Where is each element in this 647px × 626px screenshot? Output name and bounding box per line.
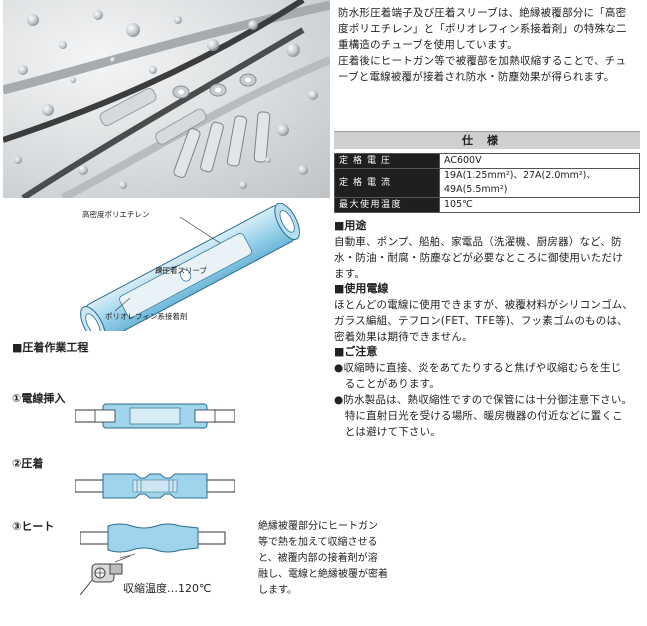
spec-row: 最大使用温度 105℃: [334, 197, 640, 213]
caution-section: ■ご注意 ●収縮時に直接、炎をあてたりすると焦げや収縮むらを生じ ることがありま…: [334, 344, 644, 440]
label-hdpe: 高密度ポリエチレン: [82, 210, 150, 219]
step3-label: ③ヒート: [12, 520, 55, 533]
sleeve-structure-diagram: 高密度ポリエチレン 裸圧着スリーブ ポリオレフィン系接着剤: [60, 202, 330, 344]
step1-label: ①電線挿入: [12, 392, 66, 405]
spec-value: 105℃: [439, 197, 640, 213]
step1-art: [74, 403, 236, 429]
intro-line: 防水形圧着端子及び圧着スリーブは、絶縁被覆部分に「高密: [338, 7, 627, 19]
intro-line: 圧着後にヒートガン等で被覆部を加熱収縮することで、チュ: [338, 55, 627, 67]
heat-note-line: 融し、電線と絶縁被覆が密着: [258, 569, 388, 580]
process-heading: ■圧着作業工程: [12, 341, 89, 354]
caution-line: とは避けて下さい。: [334, 426, 441, 438]
spec-row: 定格電流 19A(1.25mm²)、27A(2.0mm²)、49A(5.5mm²…: [334, 168, 640, 198]
intro-paragraph: 防水形圧着端子及び圧着スリーブは、絶縁被覆部分に「高密 度ポリエチレン」と「ポリ…: [338, 5, 643, 85]
wire-line: ほとんどの電線に使用できますが、被覆材料がシリコンゴム、: [334, 299, 634, 311]
caution-line: ●防水製品は、熱収縮性ですので保管には十分御注意下さい。: [334, 394, 633, 406]
uses-line: ます。: [334, 268, 366, 280]
spec-label: 定格電流: [334, 168, 440, 198]
wire-section: ■使用電線 ほとんどの電線に使用できますが、被覆材料がシリコンゴム、 ガラス編組…: [334, 281, 644, 345]
product-photo: [3, 0, 330, 198]
spec-row: 定格電圧 AC600V: [334, 153, 640, 169]
heat-note-line: します。: [258, 585, 297, 596]
caution-line: 特に直射日光を受ける場所、暖房機器の付近などに置くこ: [334, 410, 623, 422]
spec-label: 定格電圧: [334, 153, 440, 169]
caution-heading: ■ご注意: [334, 345, 378, 358]
product-photo-art: [3, 0, 330, 198]
spec-value: 19A(1.25mm²)、27A(2.0mm²)、49A(5.5mm²): [439, 168, 640, 198]
heat-note: 絶縁被覆部分にヒートガン 等で熱を加えて収縮させる と、被覆内部の接着剤が溶 融…: [258, 519, 408, 599]
wire-line: ガラス編組、テフロン(FET、TFE等)、フッ素ゴムのものは、: [334, 315, 628, 327]
heat-note-line: 等で熱を加えて収縮させる: [258, 537, 378, 548]
heat-gun-icon: [79, 553, 136, 596]
heat-note-line: と、被覆内部の接着剤が溶: [258, 553, 378, 564]
caution-line: ることがあります。: [334, 378, 440, 390]
uses-line: 自動車、ポンプ、船舶、家電品（洗濯機、厨房器）など、防: [334, 236, 622, 248]
step3-figure: [79, 520, 230, 599]
step2-label: ②圧着: [12, 457, 44, 470]
spec-label: 最大使用温度: [334, 197, 440, 213]
intro-line: 度ポリエチレン」と「ポリオレフィン系接着剤」の特殊な二: [338, 23, 627, 35]
intro-line: ーブと電線被覆が接着され防水・防塵効果が得られます。: [338, 71, 615, 83]
spec-table: 定格電圧 AC600V 定格電流 19A(1.25mm²)、27A(2.0mm²…: [334, 153, 640, 213]
step2-figure: [74, 470, 236, 508]
label-sleeve: 裸圧着スリーブ: [155, 266, 208, 275]
step1-figure: [74, 400, 236, 438]
spec-value: AC600V: [439, 153, 640, 169]
intro-line: 重構造のチューブを使用しています。: [338, 39, 518, 51]
uses-line: 水・防油・耐腐・防塵などが必要なところに御使用いただけ: [334, 252, 623, 264]
uses-heading: ■用途: [334, 219, 367, 232]
wire-line: 密着効果は期待できません。: [334, 331, 473, 343]
label-adhesive: ポリオレフィン系接着剤: [105, 312, 188, 321]
wire-heading: ■使用電線: [334, 282, 389, 295]
temp-label: 収縮温度…120℃: [123, 582, 212, 595]
spec-title: 仕様: [334, 131, 640, 149]
step2-art: [74, 473, 236, 499]
caution-line: ●収縮時に直接、炎をあてたりすると焦げや収縮むらを生じ: [334, 362, 622, 374]
uses-section: ■用途 自動車、ポンプ、船舶、家電品（洗濯機、厨房器）など、防 水・防油・耐腐・…: [334, 218, 644, 282]
step3-art: [79, 523, 226, 596]
heat-note-line: 絶縁被覆部分にヒートガン: [258, 521, 378, 532]
